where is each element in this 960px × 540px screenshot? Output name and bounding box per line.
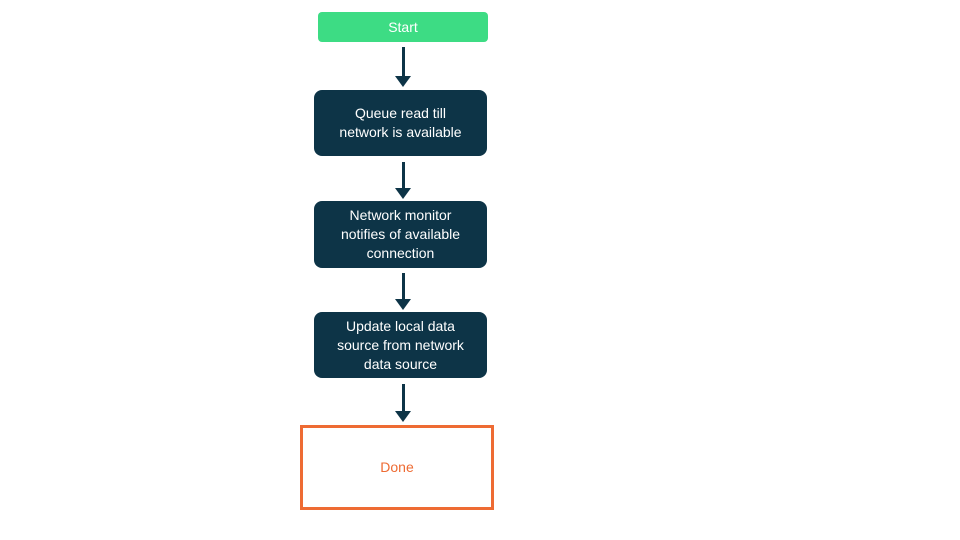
flow-node-done: Done xyxy=(300,425,494,510)
flow-arrow-down-4 xyxy=(395,384,411,422)
flow-arrow-down-2 xyxy=(395,162,411,199)
flow-arrow-down-3 xyxy=(395,273,411,310)
arrow-head-down-icon xyxy=(395,411,411,422)
flow-arrow-down-1 xyxy=(395,47,411,87)
flow-node-network-monitor: Network monitor notifies of available co… xyxy=(314,201,487,268)
arrow-shaft xyxy=(401,273,405,299)
arrow-head-down-icon xyxy=(395,76,411,87)
arrow-shaft xyxy=(401,384,405,411)
arrow-head-down-icon xyxy=(395,299,411,310)
arrow-head-down-icon xyxy=(395,188,411,199)
arrow-shaft xyxy=(401,47,405,76)
flow-node-start: Start xyxy=(318,12,488,42)
flow-node-update-local-data: Update local data source from network da… xyxy=(314,312,487,378)
flow-node-queue-read: Queue read till network is available xyxy=(314,90,487,156)
arrow-shaft xyxy=(401,162,405,188)
